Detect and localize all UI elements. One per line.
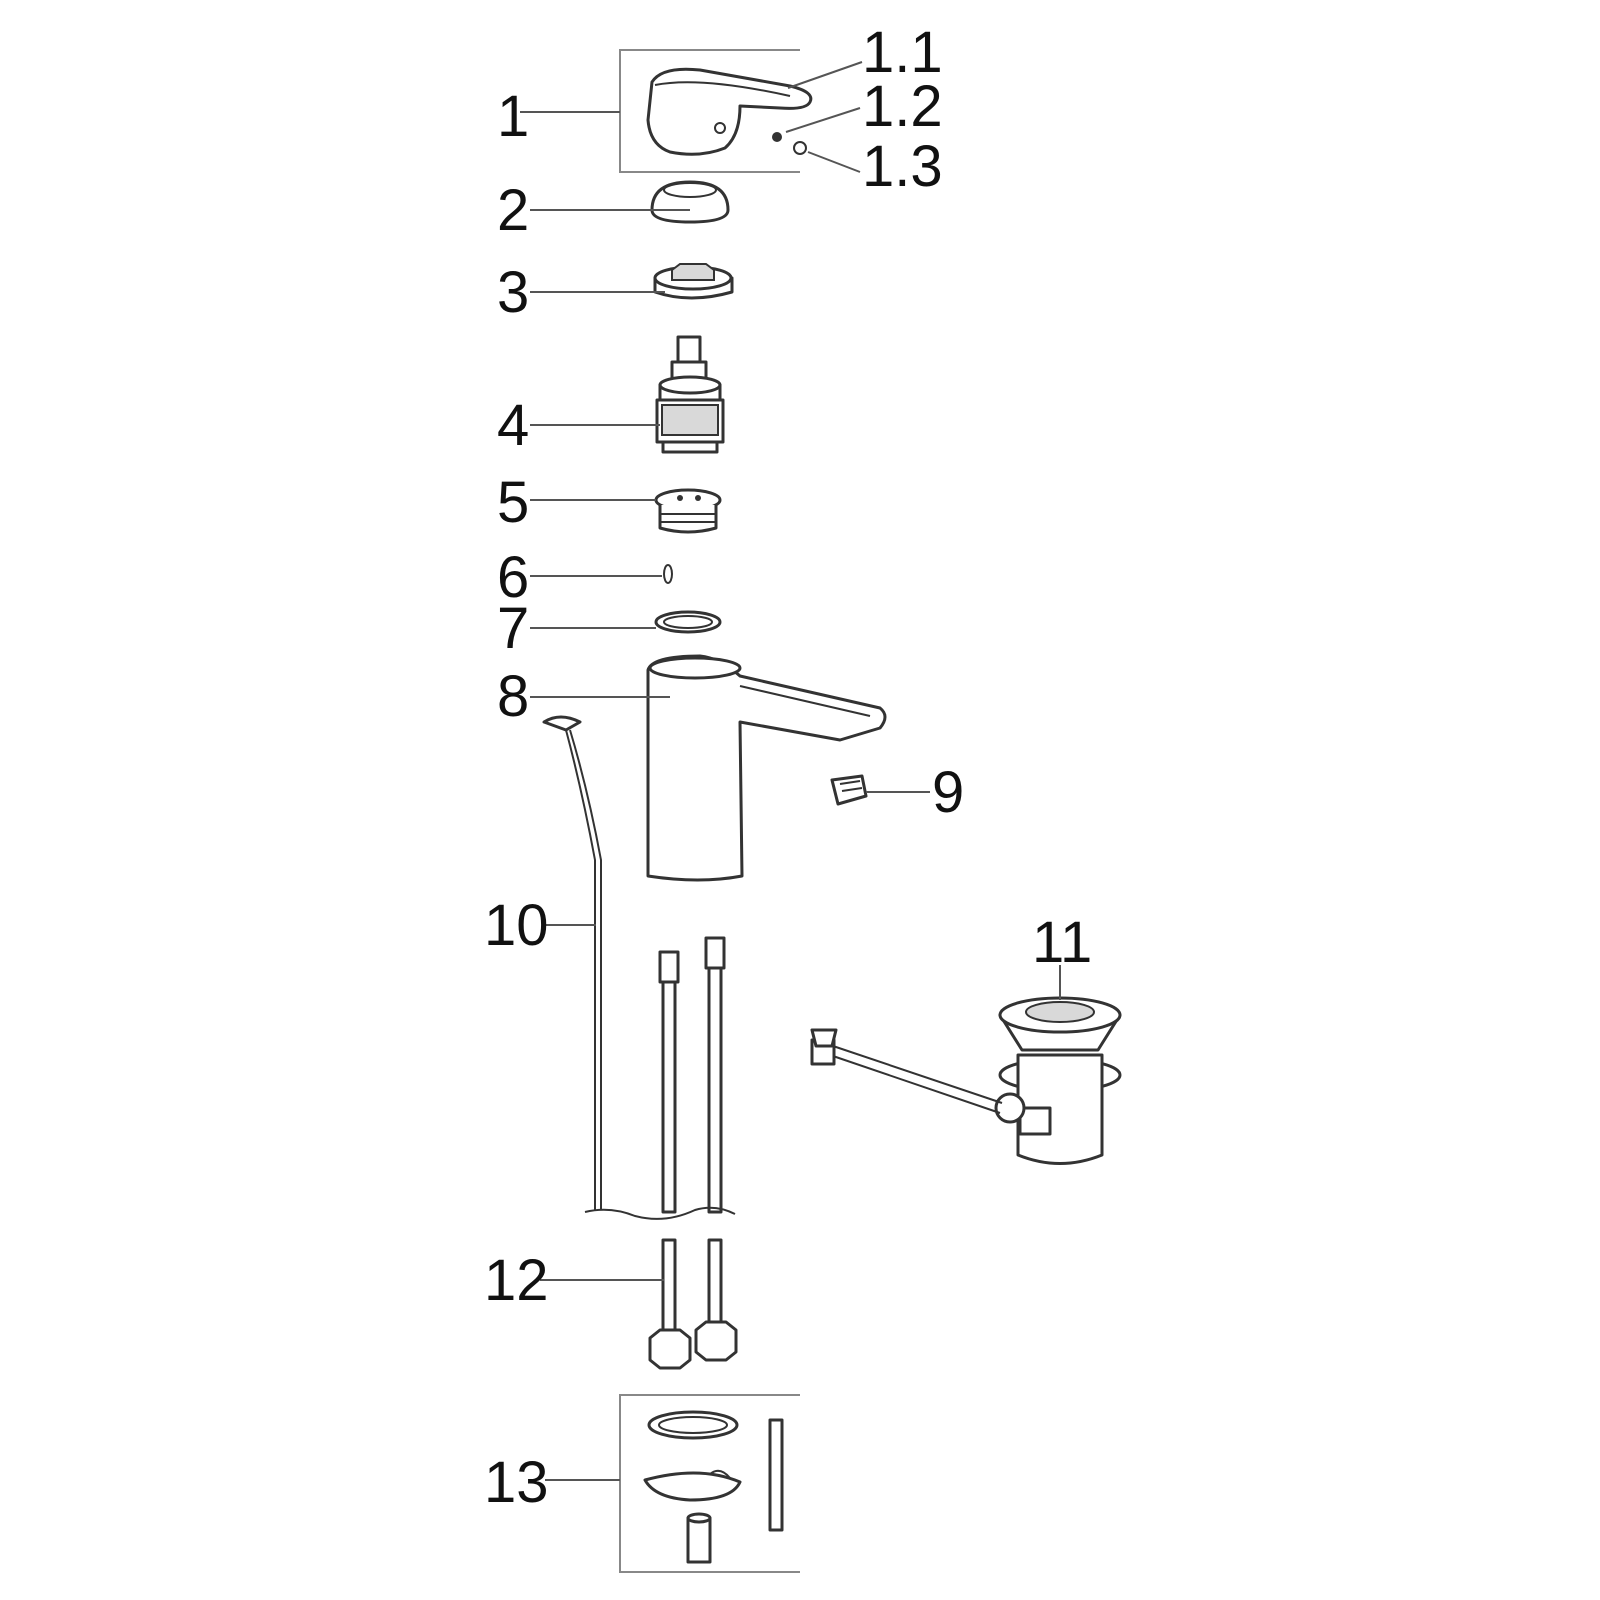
label-2: 2 bbox=[497, 178, 529, 243]
part-7-gasket-ring bbox=[530, 610, 722, 634]
part-13-fixing-kit bbox=[643, 1410, 784, 1564]
label-9: 9 bbox=[932, 760, 964, 825]
callout-labels: 1 1.1 1.2 1.3 2 3 4 5 6 7 8 9 10 11 12 1… bbox=[484, 20, 1092, 1515]
label-3: 3 bbox=[497, 260, 529, 325]
label-8: 8 bbox=[497, 664, 529, 729]
part-1-1-lever-handle bbox=[646, 61, 863, 156]
label-6: 6 bbox=[497, 545, 529, 610]
part-1-2-set-screw bbox=[772, 107, 861, 142]
label-1-3: 1.3 bbox=[862, 134, 943, 199]
part-4-cartridge bbox=[530, 335, 725, 454]
label-7: 7 bbox=[497, 596, 529, 661]
part-6-small-o-ring bbox=[530, 564, 673, 584]
hose-left bbox=[648, 950, 692, 1370]
part-9-aerator bbox=[830, 774, 930, 806]
label-4: 4 bbox=[497, 393, 529, 458]
label-5: 5 bbox=[497, 470, 529, 535]
label-1-2: 1.2 bbox=[862, 74, 943, 139]
part-8-faucet-body bbox=[530, 654, 887, 882]
part-12-flexible-hoses bbox=[540, 936, 738, 1370]
hose-right bbox=[694, 936, 738, 1362]
group-1-bracket bbox=[520, 49, 800, 173]
label-10: 10 bbox=[484, 893, 549, 958]
part-3-bonnet-nut bbox=[530, 263, 734, 300]
part-10-lift-rod bbox=[542, 715, 602, 1210]
part-11-drain-assembly bbox=[810, 965, 1122, 1165]
label-12: 12 bbox=[484, 1248, 549, 1313]
part-5-threaded-insert bbox=[530, 488, 722, 534]
part-2-dome-cover bbox=[530, 180, 730, 224]
label-13: 13 bbox=[484, 1450, 549, 1515]
group-13-bracket bbox=[545, 1394, 800, 1573]
part-1-3-cap bbox=[793, 141, 861, 173]
label-1: 1 bbox=[497, 84, 529, 149]
label-1-1: 1.1 bbox=[862, 20, 943, 85]
label-11: 11 bbox=[1032, 910, 1092, 975]
